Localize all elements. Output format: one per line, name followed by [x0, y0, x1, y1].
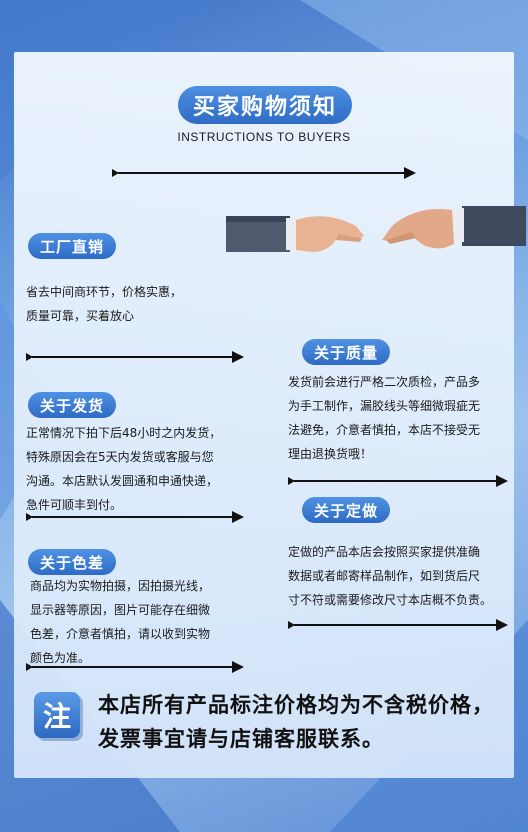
text-line: 发货前会进行严格二次质检，产品多 [288, 375, 481, 389]
section-text-factory: 省去中间商环节，价格实惠， 质量可靠，买着放心 [26, 280, 182, 328]
divider-arrow [26, 660, 244, 674]
section-label-quality: 关于质量 [302, 339, 390, 365]
section-label-shipping: 关于发货 [28, 392, 116, 418]
section-label-factory: 工厂直销 [28, 233, 116, 259]
notice-line: 本店所有产品标注价格均为不含税价格， [98, 693, 494, 717]
divider-arrow [112, 166, 416, 180]
section-text-color: 商品均为实物拍摄，因拍摄光线， 显示器等原因，图片可能存在细微 色差，介意者慎拍… [30, 574, 210, 670]
text-line: 沟通。本店默认发圆通和申通快递， [26, 474, 219, 488]
page-title: 买家购物须知 [178, 86, 352, 124]
text-line: 急件可顺丰到付。 [26, 498, 123, 512]
divider-arrow [288, 474, 508, 488]
section-text-quality: 发货前会进行严格二次质检，产品多 为手工制作，漏胶线头等细微瑕疵无 法避免，介意… [288, 370, 480, 466]
divider-arrow [26, 350, 244, 364]
notice-text: 本店所有产品标注价格均为不含税价格， 发票事宜请与店铺客服联系。 [98, 688, 494, 756]
text-line: 为手工制作，漏胶线头等细微瑕疵无 [288, 399, 481, 413]
text-line: 商品均为实物拍摄，因拍摄光线， [30, 579, 211, 593]
text-line: 色差，介意者慎拍，请以收到实物 [30, 627, 211, 641]
text-line: 颜色为准。 [30, 651, 91, 665]
page-subtitle: INSTRUCTIONS TO BUYERS [177, 130, 351, 144]
text-line: 法避免，介意者慎拍，本店不接受无 [288, 423, 481, 437]
text-line: 特殊原因会在5天内发货或客服与您 [26, 450, 214, 464]
text-line: 质量可靠，买着放心 [26, 309, 135, 323]
handshake-image [226, 206, 526, 252]
divider-arrow [26, 510, 244, 524]
text-line: 正常情况下拍下后48小时之内发货， [26, 426, 222, 440]
text-line: 理由退换货哦！ [288, 447, 373, 461]
section-label-custom: 关于定做 [302, 497, 390, 523]
text-line: 寸不符或需要修改尺寸本店概不负责。 [288, 593, 493, 607]
text-line: 定做的产品本店会按照买家提供准确 [288, 545, 481, 559]
notice-line: 发票事宜请与店铺客服联系。 [98, 727, 384, 751]
section-text-custom: 定做的产品本店会按照买家提供准确 数据或者邮寄样品制作，如到货后尺 寸不符或需要… [288, 540, 492, 612]
text-line: 省去中间商环节，价格实惠， [26, 285, 183, 299]
divider-arrow [288, 618, 508, 632]
section-text-shipping: 正常情况下拍下后48小时之内发货， 特殊原因会在5天内发货或客服与您 沟通。本店… [26, 421, 221, 517]
text-line: 显示器等原因，图片可能存在细微 [30, 603, 211, 617]
section-label-color: 关于色差 [28, 549, 116, 575]
notice-icon: 注 [34, 692, 80, 738]
text-line: 数据或者邮寄样品制作，如到货后尺 [288, 569, 481, 583]
